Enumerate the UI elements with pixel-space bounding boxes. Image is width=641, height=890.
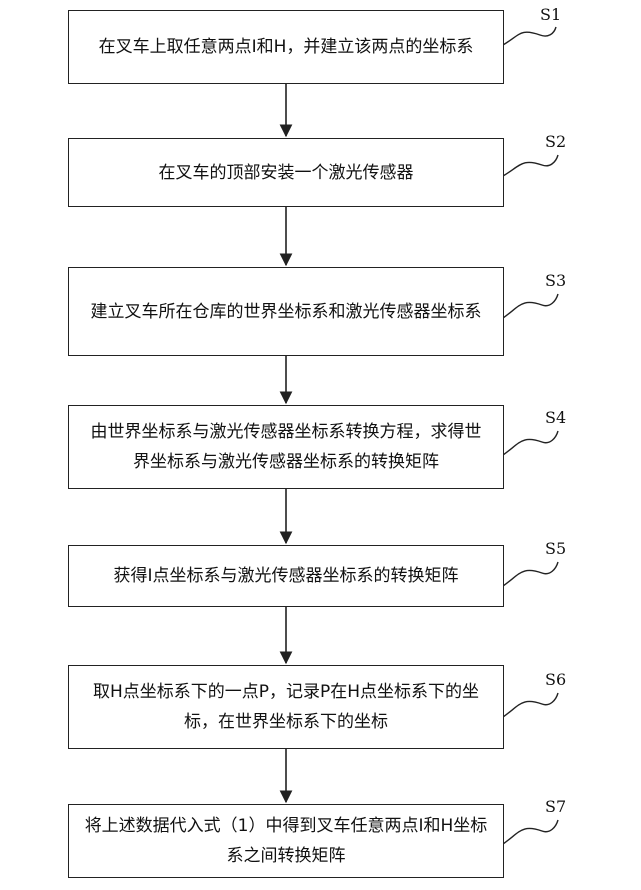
leader-s7 xyxy=(503,820,558,844)
step-box-s4: 由世界坐标系与激光传感器坐标系转换方程，求得世界坐标系与激光传感器坐标系的转换矩… xyxy=(68,405,504,489)
step-label-s2: S2 xyxy=(545,133,566,151)
step-box-s6: 取H点坐标系下的一点P，记录P在H点坐标系下的坐标，在世界坐标系下的坐标 xyxy=(68,665,504,749)
leader-s2 xyxy=(503,155,558,176)
step-box-s5: 获得I点坐标系与激光传感器坐标系的转换矩阵 xyxy=(68,545,504,607)
step-text-s2: 在叉车的顶部安装一个激光传感器 xyxy=(159,158,414,188)
step-box-s3: 建立叉车所在仓库的世界坐标系和激光传感器坐标系 xyxy=(68,267,504,356)
step-label-s3: S3 xyxy=(545,272,566,290)
step-box-s2: 在叉车的顶部安装一个激光传感器 xyxy=(68,138,504,207)
leader-s3 xyxy=(503,294,558,318)
step-label-s4: S4 xyxy=(545,409,566,427)
leader-s5 xyxy=(503,562,558,586)
step-text-s1: 在叉车上取任意两点I和H，并建立该两点的坐标系 xyxy=(99,32,474,62)
step-label-s7: S7 xyxy=(545,798,566,816)
step-text-s6: 取H点坐标系下的一点P，记录P在H点坐标系下的坐标，在世界坐标系下的坐标 xyxy=(83,677,489,737)
step-label-s5: S5 xyxy=(545,540,566,558)
step-box-s1: 在叉车上取任意两点I和H，并建立该两点的坐标系 xyxy=(68,10,504,84)
leader-s4 xyxy=(503,431,558,455)
step-text-s5: 获得I点坐标系与激光传感器坐标系的转换矩阵 xyxy=(113,561,458,591)
step-label-s1: S1 xyxy=(540,6,561,24)
step-text-s4: 由世界坐标系与激光传感器坐标系转换方程，求得世界坐标系与激光传感器坐标系的转换矩… xyxy=(83,417,489,477)
step-box-s7: 将上述数据代入式（1）中得到叉车任意两点I和H坐标系之间转换矩阵 xyxy=(68,804,504,878)
step-label-s6: S6 xyxy=(545,671,566,689)
step-text-s7: 将上述数据代入式（1）中得到叉车任意两点I和H坐标系之间转换矩阵 xyxy=(83,811,489,871)
leader-s1 xyxy=(503,27,556,45)
leader-s6 xyxy=(503,693,558,717)
step-text-s3: 建立叉车所在仓库的世界坐标系和激光传感器坐标系 xyxy=(91,297,482,327)
